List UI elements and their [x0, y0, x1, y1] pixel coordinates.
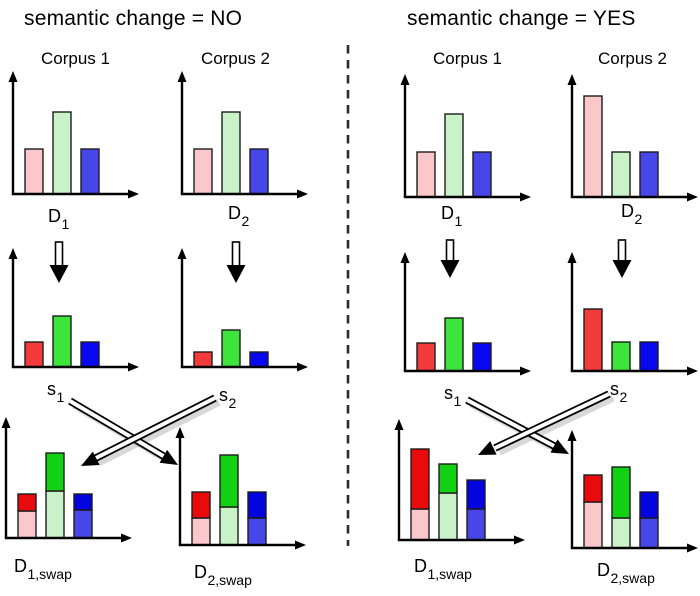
corpus1-label-right: Corpus 1 [433, 49, 502, 68]
label-d1swap-right: D1,swap [414, 556, 472, 582]
label-d1-left: D1 [48, 206, 70, 232]
chart-no-d1 [6, 69, 146, 202]
corpus2-label-right: Corpus 2 [598, 49, 667, 68]
chart-no-s1 [6, 246, 146, 375]
label-d2-left: D2 [228, 203, 250, 229]
chart-yes-s1 [398, 250, 538, 379]
label-d2-right: D2 [621, 201, 643, 227]
label-s2-right: s2 [610, 379, 628, 405]
corpus2-label-left: Corpus 2 [201, 49, 270, 68]
chart-yes-s2 [565, 250, 700, 379]
label-s1-left: s1 [47, 379, 65, 405]
label-d1swap-left: D1,swap [14, 556, 72, 582]
chart-no-d2 [175, 69, 315, 202]
label-s1-right: s1 [444, 383, 462, 409]
chart-yes-d1swap [392, 417, 532, 548]
corpus1-label-left: Corpus 1 [41, 49, 110, 68]
label-d2swap-left: D2,swap [194, 562, 252, 588]
label-d1-right: D1 [441, 203, 463, 229]
chart-yes-d2 [565, 72, 700, 205]
label-s2-left: s2 [219, 385, 237, 411]
panel-title-no: semantic change = NO [24, 7, 243, 30]
chart-no-d1swap [0, 415, 139, 546]
label-d2swap-right: D2,swap [597, 560, 655, 586]
chart-yes-d2swap [565, 428, 700, 556]
chart-no-d2swap [173, 425, 313, 553]
chart-yes-d1 [398, 72, 538, 205]
panel-title-yes: semantic change = YES [407, 7, 636, 30]
chart-no-s2 [175, 246, 315, 375]
